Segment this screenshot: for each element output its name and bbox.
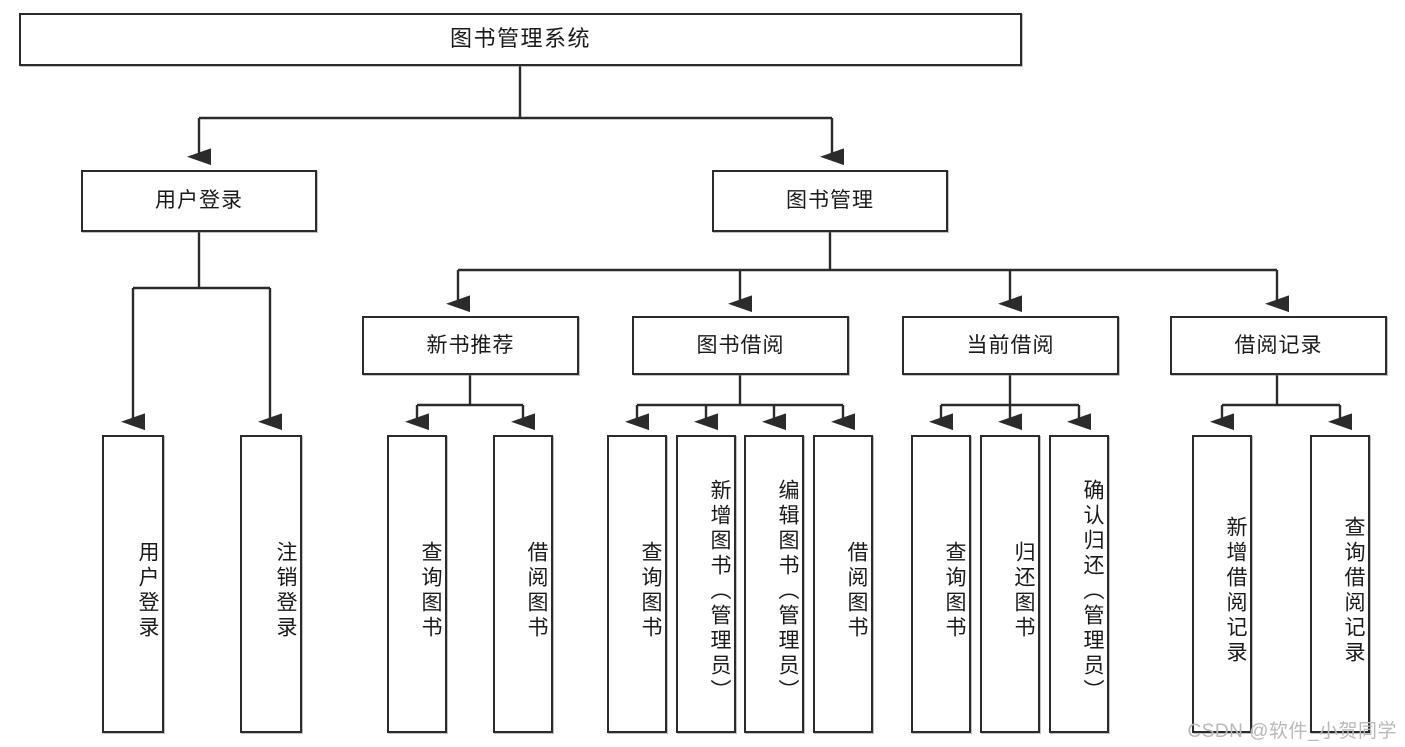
node-leaf-cur-confirm[interactable]: 确认归还（管理员） xyxy=(1049,435,1109,733)
node-leaf-borrow-query[interactable]: 查询图书 xyxy=(607,435,667,733)
node-root-label: 图书管理系统 xyxy=(449,26,591,52)
node-root[interactable]: 图书管理系统 xyxy=(19,13,1022,66)
node-book-borrow-label: 图书借阅 xyxy=(696,333,785,357)
node-user-login[interactable]: 用户登录 xyxy=(81,170,317,232)
node-leaf-user-login-label: 用户登录 xyxy=(136,541,159,641)
node-leaf-cur-return[interactable]: 归还图书 xyxy=(980,435,1040,733)
node-leaf-cur-query[interactable]: 查询图书 xyxy=(911,435,971,733)
node-leaf-user-logout-label: 注销登录 xyxy=(274,541,297,641)
node-leaf-cur-return-label: 归还图书 xyxy=(1012,541,1035,641)
node-leaf-borrow-query-label: 查询图书 xyxy=(639,541,662,641)
node-leaf-borrow-edit[interactable]: 编辑图书（管理员） xyxy=(744,435,804,733)
node-leaf-cur-query-label: 查询图书 xyxy=(943,541,966,641)
node-leaf-borrow-add[interactable]: 新增图书（管理员） xyxy=(676,435,736,733)
node-leaf-rec-query[interactable]: 查询图书 xyxy=(387,435,447,733)
node-new-book-rec[interactable]: 新书推荐 xyxy=(362,316,579,375)
node-leaf-user-logout[interactable]: 注销登录 xyxy=(240,435,302,733)
node-leaf-rec-query2-label: 查询借阅记录 xyxy=(1342,516,1365,666)
node-leaf-borrow-edit-label: 编辑图书（管理员） xyxy=(776,478,799,704)
node-leaf-rec-borrow[interactable]: 借阅图书 xyxy=(493,435,553,733)
node-leaf-rec-add[interactable]: 新增借阅记录 xyxy=(1192,435,1252,733)
node-book-manage-label: 图书管理 xyxy=(786,189,874,213)
node-leaf-user-login[interactable]: 用户登录 xyxy=(102,435,164,733)
node-borrow-record-label: 借阅记录 xyxy=(1234,333,1323,357)
node-leaf-cur-confirm-label: 确认归还（管理员） xyxy=(1081,478,1104,704)
node-book-borrow[interactable]: 图书借阅 xyxy=(632,316,849,375)
node-new-book-rec-label: 新书推荐 xyxy=(426,333,515,357)
node-leaf-rec-borrow-label: 借阅图书 xyxy=(525,541,548,641)
node-current-borrow[interactable]: 当前借阅 xyxy=(902,316,1119,375)
csdn-watermark: CSDN @软件_小贺同学 xyxy=(1187,721,1397,742)
node-borrow-record[interactable]: 借阅记录 xyxy=(1170,316,1387,375)
node-leaf-rec-query2[interactable]: 查询借阅记录 xyxy=(1310,435,1370,733)
node-leaf-borrow-add-label: 新增图书（管理员） xyxy=(708,478,731,704)
node-book-manage[interactable]: 图书管理 xyxy=(712,170,948,232)
node-user-login-label: 用户登录 xyxy=(155,189,243,213)
node-leaf-borrow-do[interactable]: 借阅图书 xyxy=(813,435,873,733)
node-leaf-rec-query-label: 查询图书 xyxy=(419,541,442,641)
node-leaf-borrow-do-label: 借阅图书 xyxy=(845,541,868,641)
node-current-borrow-label: 当前借阅 xyxy=(966,333,1055,357)
node-leaf-rec-add-label: 新增借阅记录 xyxy=(1224,516,1247,666)
